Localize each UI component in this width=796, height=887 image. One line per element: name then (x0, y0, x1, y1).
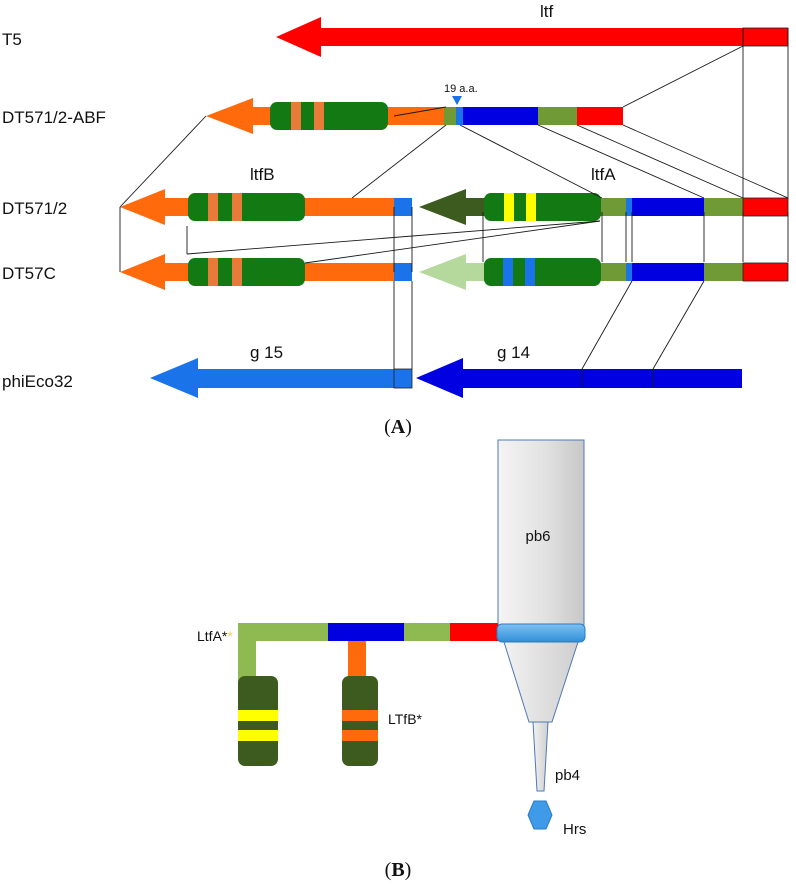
abf-orange-stripe-1 (291, 102, 301, 130)
ltfb-orange-stalk (348, 641, 366, 679)
row-label-phieco32: phiEco32 (2, 372, 73, 391)
dt571-ltfb-blue-tip (394, 198, 412, 216)
t5-ltf-c-terminal-segment (742, 27, 789, 47)
t5-ltf-arrow-body (276, 17, 743, 57)
dt57c-ltfa-dark-green-domain (484, 258, 601, 286)
ltfa-label: LtfA** (197, 628, 233, 644)
ltfa-red-segment (450, 623, 498, 641)
dt571-ltfa-yellow-stripe-1 (504, 193, 514, 221)
dt571-ltfa-olive-segment-1 (601, 198, 626, 216)
g15-c-terminal-segment (393, 368, 413, 389)
dt57c-ltfa-gene-arrow (419, 254, 789, 290)
dt571-abf-gene-arrow: 19 a.a. (206, 83, 623, 134)
dt57c-ltfa-blue-stripe-2 (525, 258, 535, 286)
dt57c-ltfb-gene-arrow (120, 254, 412, 290)
tail-tip-cone (503, 641, 579, 723)
dt57c-ltfa-red-segment (742, 262, 789, 282)
dt57c-ltfb-dark-green-domain (188, 258, 305, 286)
row-label-t5: T5 (2, 30, 22, 49)
dt571-ltfb-dark-green-domain (188, 193, 305, 221)
ltfa-olive-linker-segment-2 (404, 623, 450, 641)
row-label-dt571: DT571/2 (2, 199, 67, 218)
dt571-ltfa-yellow-stripe-2 (526, 193, 536, 221)
dt571-ltfa-gene-arrow (419, 189, 789, 225)
gene-label-g14: g 14 (497, 343, 530, 362)
g14-arrow-body (416, 358, 742, 398)
ltfb-orange-stripe-2 (342, 730, 378, 741)
ltfa-olive-linker-segment-1 (238, 623, 328, 641)
panel-a: T5 DT571/2-ABF DT571/2 DT57C phiEco32 lt… (2, 2, 789, 438)
dt57c-ltfa-insertion-segment (626, 263, 632, 281)
abf-dark-green-domain (270, 102, 388, 130)
ltfa-yellow-stripe-2 (238, 730, 278, 741)
abf-insertion-segment (456, 107, 463, 125)
dt57c-ltfb-orange-stripe-2 (232, 258, 242, 286)
dt571-ltfb-gene-arrow (120, 189, 412, 225)
phieco32-g14-gene-arrow (416, 358, 742, 398)
dt571-ltfa-red-segment (742, 197, 789, 217)
dt571-ltfa-dark-green-domain (484, 193, 601, 221)
dt57c-ltfa-blue-segment (632, 263, 704, 281)
pb4-tail-fiber-stem (532, 721, 549, 792)
abf-red-segment (577, 107, 623, 125)
insertion-label: 19 a.a. (444, 83, 478, 95)
panel-b: pb6 pb4 Hrs LtfA** LTfB* (B) (197, 439, 586, 881)
row-label-dt57c: DT57C (2, 264, 56, 283)
t5-ltf-gene-arrow (276, 17, 789, 57)
dt571-ltfa-blue-segment (632, 198, 704, 216)
ltfa-yellow-stripe-1 (238, 710, 278, 721)
panel-a-caption: (A) (384, 416, 412, 438)
dt57c-ltfb-blue-tip (394, 263, 412, 281)
gene-label-g15: g 15 (250, 343, 283, 362)
homology-connector-lines (119, 28, 789, 388)
dt571-ltfb-orange-stripe-1 (208, 193, 218, 221)
gene-label-ltfa: ltfA (591, 165, 616, 184)
dt571-ltfa-olive-segment-2 (704, 198, 743, 216)
ltfa-blue-segment (328, 623, 404, 641)
dt571-ltfb-orange-stripe-2 (232, 193, 242, 221)
ltfb-orange-stripe-1 (342, 710, 378, 721)
pb6-label: pb6 (525, 528, 550, 545)
abf-olive-segment-2 (538, 107, 577, 125)
dt571-ltfa-insertion-segment (626, 198, 632, 216)
hrs-hexagon (527, 800, 553, 830)
abf-orange-stripe-2 (314, 102, 324, 130)
baseplate-ring (496, 623, 586, 643)
hrs-label: Hrs (563, 821, 586, 838)
insertion-triangle-marker (452, 96, 462, 105)
abf-blue-segment (463, 107, 538, 125)
row-label-dt571-abf: DT571/2-ABF (2, 108, 106, 127)
ltfb-label: LTfB* (388, 711, 423, 727)
dt57c-ltfa-olive-segment-1 (601, 263, 626, 281)
dt57c-ltfa-olive-segment-2 (704, 263, 743, 281)
dt57c-ltfb-orange-stripe-1 (208, 258, 218, 286)
panel-b-caption: (B) (385, 859, 412, 881)
pb4-label: pb4 (555, 767, 580, 784)
gene-label-ltfb: ltfB (250, 165, 275, 184)
g15-arrow-body (150, 358, 394, 398)
pb6-tail-shaft (497, 439, 585, 626)
dt57c-ltfa-blue-stripe-1 (503, 258, 513, 286)
phieco32-g15-gene-arrow (150, 358, 413, 398)
gene-label-ltf: ltf (540, 2, 554, 21)
